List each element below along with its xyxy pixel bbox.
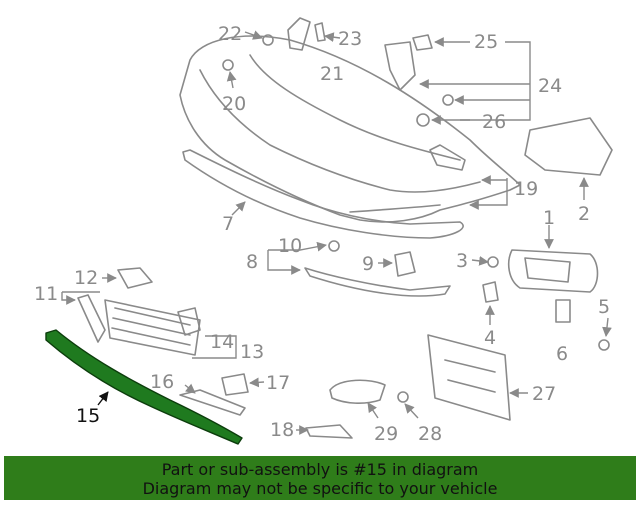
tab-4	[482, 281, 499, 303]
callout-29: 29	[374, 423, 398, 445]
license-bracket	[427, 334, 511, 421]
bracket-17	[221, 373, 249, 396]
callout-3: 3	[456, 250, 468, 272]
callout-14: 14	[210, 331, 234, 353]
callout-1: 1	[543, 207, 555, 229]
callout-24: 24	[538, 75, 562, 97]
banner-line-2: Diagram may not be specific to your vehi…	[142, 479, 498, 498]
screw-28	[397, 391, 409, 403]
callout-12: 12	[74, 267, 98, 289]
fastener-22	[262, 34, 274, 46]
fastener-26	[416, 113, 430, 127]
callout-16: 16	[150, 371, 174, 393]
bracket-2	[524, 117, 613, 176]
fastener-5	[598, 339, 610, 351]
clip-9	[394, 251, 416, 277]
tab-6	[555, 299, 571, 323]
callout-9: 9	[362, 253, 374, 275]
clip-23	[314, 22, 326, 42]
callout-25: 25	[474, 31, 498, 53]
bar-8	[304, 267, 451, 297]
callout-11: 11	[34, 283, 58, 305]
callout-22: 22	[218, 23, 242, 45]
clip-21	[287, 17, 311, 51]
callout-15: 15	[76, 405, 100, 427]
lower-lip	[182, 149, 464, 239]
callout-8: 8	[246, 251, 258, 273]
bumper-cover	[179, 35, 521, 223]
callout-4: 4	[484, 327, 496, 349]
callout-19: 19	[514, 178, 538, 200]
callout-20: 20	[222, 93, 246, 115]
part-15-highlighted	[45, 329, 243, 445]
callout-26: 26	[482, 111, 506, 133]
fastener-10	[328, 240, 340, 252]
callout-17: 17	[266, 372, 290, 394]
callout-23: 23	[338, 28, 362, 50]
clip-12	[117, 267, 153, 289]
fastener-3	[487, 256, 499, 268]
callout-10: 10	[278, 235, 302, 257]
info-banner: Part or sub-assembly is #15 in diagram D…	[4, 456, 636, 500]
grille	[104, 299, 201, 356]
callout-18: 18	[270, 419, 294, 441]
callout-7: 7	[222, 213, 234, 235]
fastener-20	[222, 59, 234, 71]
callout-28: 28	[418, 423, 442, 445]
callout-labels: 1 2 3 4 5 6 7 8 9 10 11 12 13 14 15 16 1…	[34, 23, 610, 445]
leader-lines	[61, 30, 612, 435]
side-trim	[77, 294, 106, 343]
callout-6: 6	[556, 343, 568, 365]
bracket-14	[177, 307, 201, 336]
bracket-24	[384, 41, 416, 91]
parts-diagram: 1 2 3 4 5 6 7 8 9 10 11 12 13 14 15 16 1…	[34, 17, 613, 445]
bracket-18	[305, 424, 353, 439]
callout-2: 2	[578, 203, 590, 225]
fog-lamp	[507, 249, 599, 293]
sensor-29	[329, 379, 386, 404]
banner-line-1: Part or sub-assembly is #15 in diagram	[161, 460, 479, 479]
callout-5: 5	[598, 296, 610, 318]
callout-13: 13	[240, 341, 264, 363]
callout-27: 27	[532, 383, 556, 405]
callout-21: 21	[320, 63, 344, 85]
fastener-24b	[442, 94, 454, 106]
clip-25	[412, 34, 433, 51]
